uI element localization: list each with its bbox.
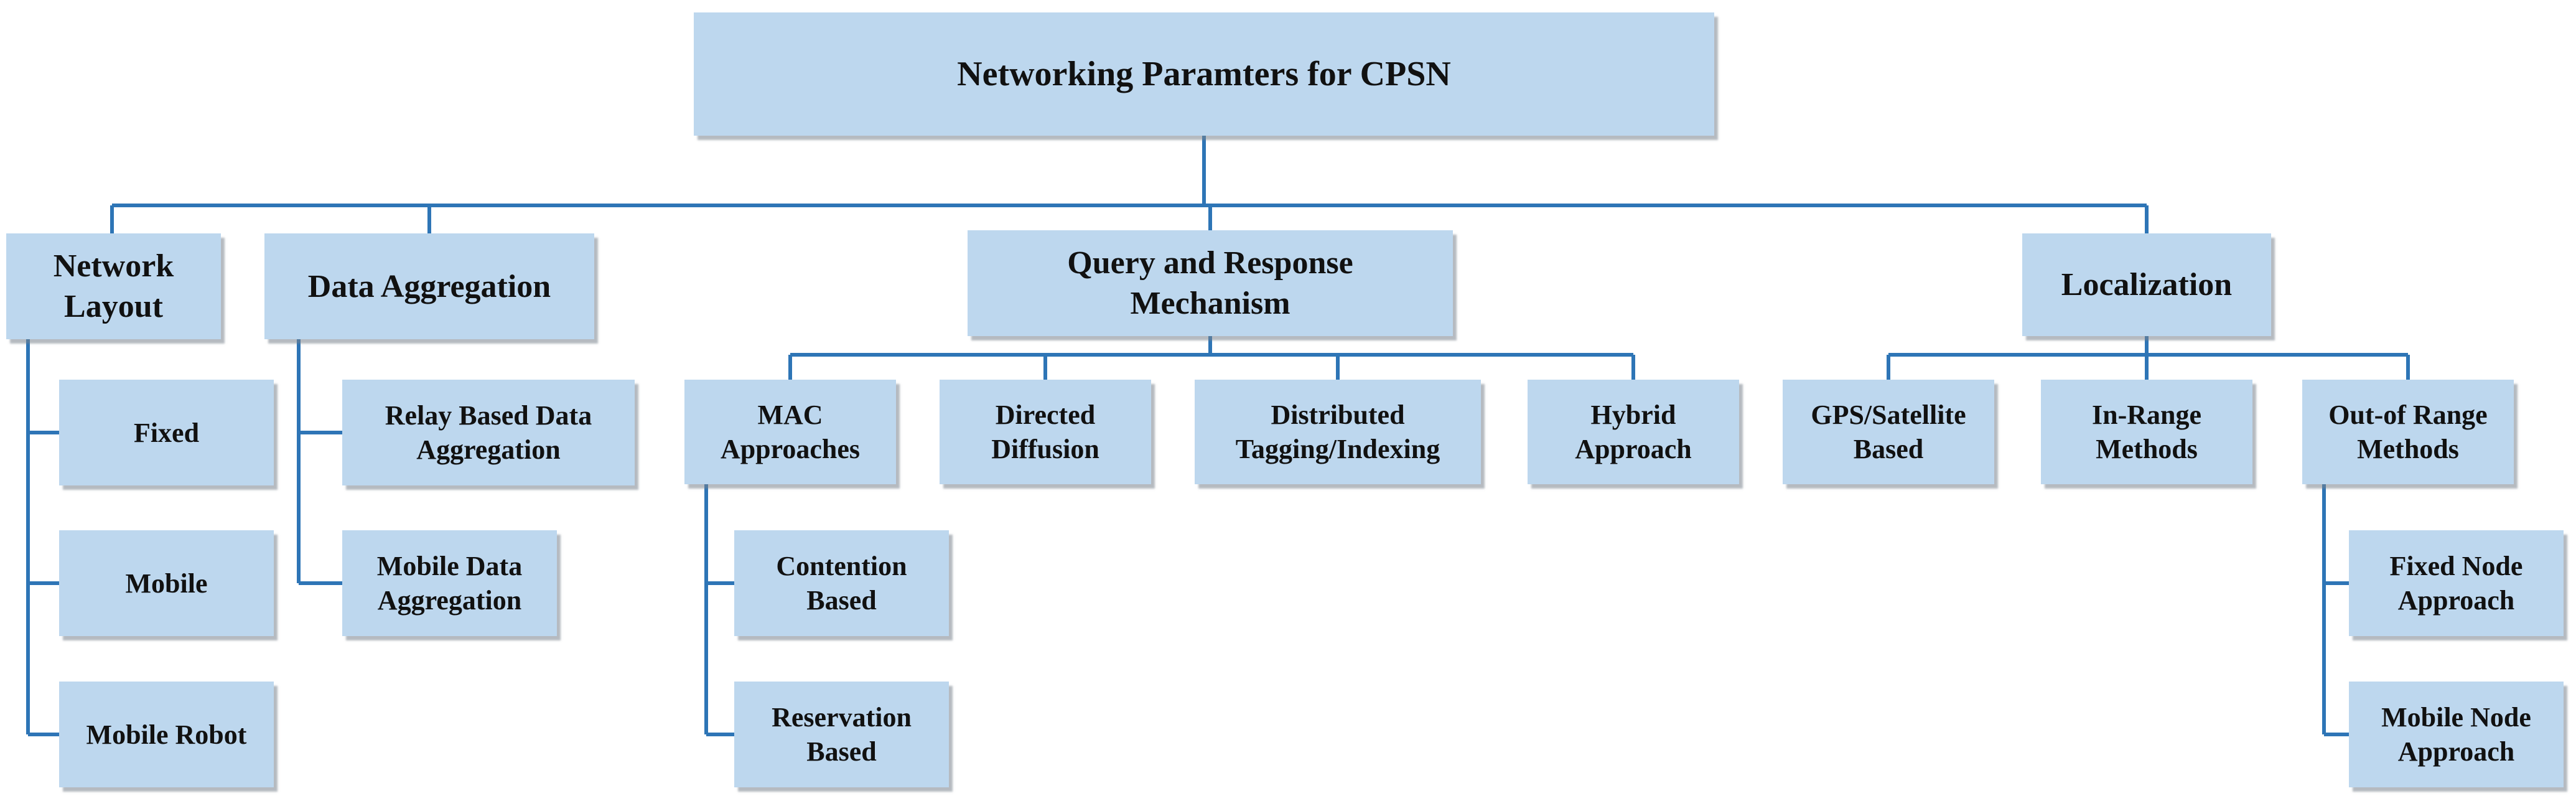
directed-diffusion-node: Directed Diffusion — [940, 380, 1151, 484]
root-node: Networking Paramters for CPSN — [694, 12, 1714, 136]
localization-node: Localization — [2022, 233, 2271, 336]
mobile-data-aggregation-node: Mobile Data Aggregation — [342, 530, 557, 636]
fixed-node-approach-node: Fixed Node Approach — [2349, 530, 2564, 636]
relay-based-node: Relay Based Data Aggregation — [342, 380, 635, 485]
fixed-node: Fixed — [59, 380, 274, 485]
data-aggregation-node: Data Aggregation — [264, 233, 594, 339]
in-range-node: In-Range Methods — [2041, 380, 2252, 484]
network-layout-node: Network Layout — [6, 233, 221, 339]
mobile-node-approach-node: Mobile Node Approach — [2349, 682, 2564, 787]
hybrid-approach-node: Hybrid Approach — [1528, 380, 1739, 484]
query-response-node: Query and Response Mechanism — [968, 230, 1453, 336]
mobile-node: Mobile — [59, 530, 274, 636]
out-of-range-node: Out-of Range Methods — [2302, 380, 2514, 484]
distributed-tagging-node: Distributed Tagging/Indexing — [1195, 380, 1481, 484]
contention-based-node: Contention Based — [734, 530, 949, 636]
mac-approaches-node: MAC Approaches — [684, 380, 896, 484]
reservation-based-node: Reservation Based — [734, 682, 949, 787]
mobile-robot-node: Mobile Robot — [59, 682, 274, 787]
gps-satellite-node: GPS/Satellite Based — [1783, 380, 1994, 484]
